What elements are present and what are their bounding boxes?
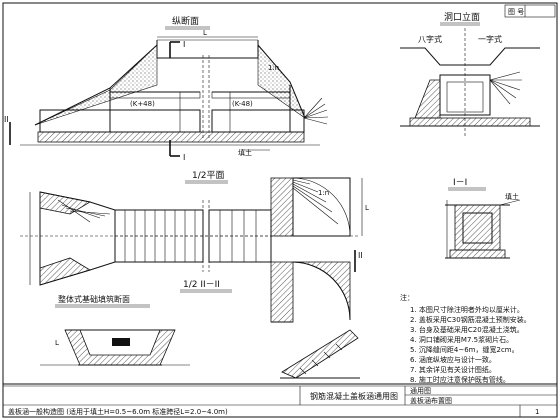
dim-l-label: L (203, 29, 207, 37)
elev-left: (K+48) (130, 100, 155, 108)
slope-paving-view (280, 329, 360, 379)
sub-title-1: 通用图 (410, 386, 431, 395)
section-1-view: I－I 填土 (445, 178, 521, 259)
half-section-2-title: 1/2 II－II (183, 280, 220, 290)
inlet-type-b: 一字式 (478, 34, 502, 44)
note-6: 6. 涵底纵坡应与设计一致。 (410, 355, 496, 364)
slope-tag-plan: 1:n (318, 189, 329, 197)
sheet-no-label: 图 号 (508, 8, 524, 16)
drawing-title: 钢筋混凝土盖板涵通用图 (310, 391, 398, 401)
note-8: 8. 施工时应注意保护既有管线。 (410, 375, 510, 384)
note-4: 4. 洞口铺砌采用M7.5浆砌片石。 (410, 335, 513, 344)
section-1-note: 填土 (505, 192, 519, 201)
wingwall-dim-left: L (55, 339, 59, 347)
sub-title-2: 盖板涵布置图 (410, 396, 452, 405)
half-plan-title: 1/2平面 (192, 170, 225, 181)
inlet-elevation-title: 洞口立面 (444, 11, 480, 23)
wingwall-section-view: 整体式基础填筑断面 L (40, 294, 190, 366)
cut-mark-1-bottom: I (183, 153, 185, 162)
longitudinal-section-title: 纵断面 (172, 15, 199, 27)
cut-mark-2-left: II (4, 115, 9, 124)
dim-l-plan: L (365, 204, 369, 212)
cut-mark-1-top: I (183, 40, 185, 49)
sheet-number-box: 图 号 (504, 4, 556, 18)
half-section-2-view: 1/2 II－II II (180, 250, 363, 323)
cut-mark-2-right: II (358, 251, 363, 260)
half-plan-view: 1/2平面 (20, 170, 369, 286)
section-1-title: I－I (453, 178, 467, 188)
page-index: 1 (535, 408, 539, 416)
inlet-type-a: 八字式 (418, 34, 442, 44)
note-1: 1. 本图尺寸除注明者外均以厘米计。 (410, 305, 524, 314)
note-2: 2. 盖板采用C30钢筋混凝土预制安装。 (410, 315, 531, 324)
longitudinal-section-view: 纵断面 I I L 1:n (4, 15, 329, 162)
title-block: 钢筋混凝土盖板涵通用图 通用图 盖板涵布置图 盖板涵一般构造图 (适用于填土H=… (3, 383, 557, 417)
elev-right: (K-48) (232, 100, 253, 108)
fill-top-label: 填土 (238, 148, 252, 157)
note-7: 7. 其余详见有关设计图纸。 (410, 365, 496, 374)
wingwall-section-title: 整体式基础填筑断面 (58, 294, 130, 304)
note-5: 5. 沉降缝间距4~6m，缝宽2cm。 (410, 345, 519, 354)
notes-block: 注： 1. 本图尺寸除注明者外均以厘米计。 2. 盖板采用C30钢筋混凝土预制安… (400, 293, 531, 384)
bottom-strip: 盖板涵一般构造图 (适用于填土H=0.5~6.0m 标准跨径L=2.0~4.0m… (8, 407, 228, 416)
note-3: 3. 台身及基础采用C20混凝土浇筑。 (410, 325, 524, 334)
inlet-elevation-view: 洞口立面 八字式 一字式 (400, 11, 540, 138)
slope-tag: 1:n (268, 64, 279, 72)
notes-heading: 注： (400, 293, 414, 302)
